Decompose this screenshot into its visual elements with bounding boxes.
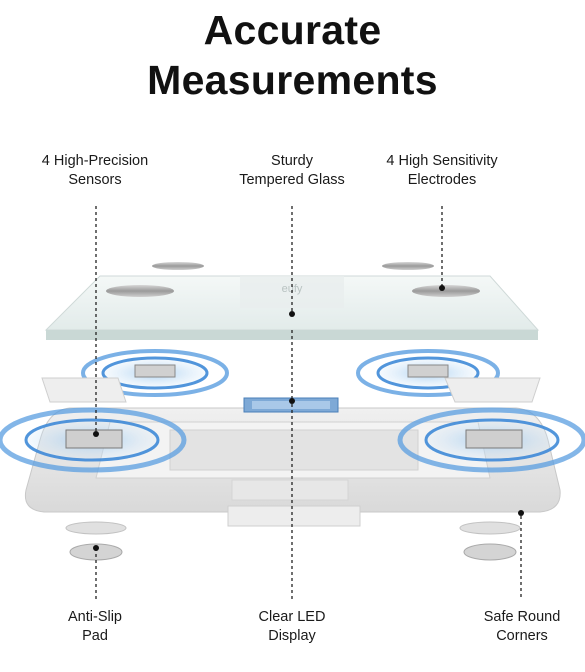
label-electrodes: 4 High Sensitivity Electrodes	[386, 153, 498, 188]
corner-cover-left	[41, 377, 127, 403]
scale-base-frame	[24, 407, 561, 527]
label-tempered-glass: Sturdy Tempered Glass	[239, 153, 345, 188]
brand-logo: eufy	[282, 283, 303, 295]
sensor-wave-lower-left	[0, 407, 187, 473]
headline-line-1: Accurate	[203, 7, 382, 53]
headline-line-2: Measurements	[147, 57, 438, 103]
electrode-pads	[106, 262, 480, 297]
label-led-display: Clear LED Display	[258, 609, 326, 644]
leader-dots	[93, 285, 524, 551]
led-display-module	[243, 397, 339, 413]
sensor-wave-lower-right	[397, 407, 585, 473]
feet	[65, 521, 521, 535]
label-sensors: 4 High-Precision Sensors	[41, 153, 149, 188]
anti-slip-pads	[69, 543, 517, 561]
sensor-wave-upper-left	[81, 349, 229, 397]
leader-lines	[95, 206, 522, 600]
label-anti-slip-pad: Anti-Slip Pad	[68, 609, 122, 644]
label-round-corners: Safe Round Corners	[483, 609, 561, 644]
corner-cover-right	[444, 377, 541, 403]
